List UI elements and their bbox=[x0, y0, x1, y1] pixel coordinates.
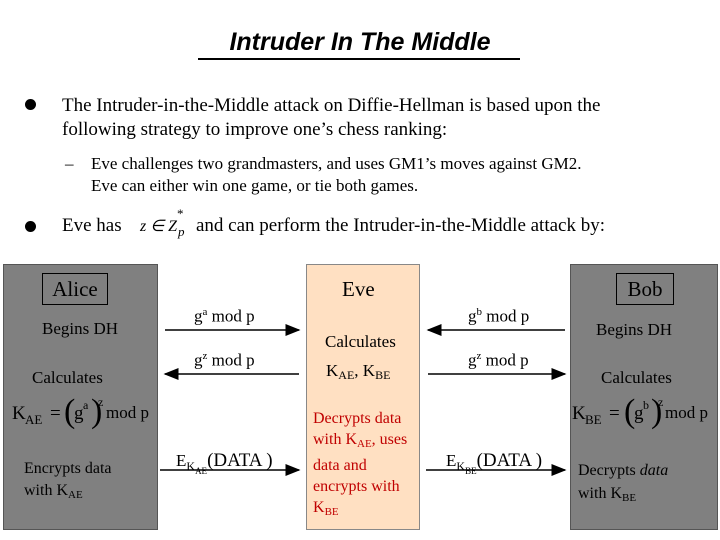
msg-e1-k: K bbox=[186, 459, 196, 473]
alice-name: Alice bbox=[42, 273, 108, 305]
eve-key-k1: K bbox=[326, 361, 339, 380]
alice-key-rparen: ) bbox=[91, 393, 103, 430]
bob-panel bbox=[570, 264, 718, 530]
alice-key-z: z bbox=[98, 395, 104, 409]
eve-keys: KAE, KBE bbox=[326, 361, 390, 383]
msg-gz2-exp: z bbox=[476, 350, 482, 362]
eve-decrypt-with: with K bbox=[313, 431, 357, 448]
alice-calculates: Calculates bbox=[32, 368, 103, 387]
msg-ga-mod: mod p bbox=[211, 306, 255, 326]
alice-key-mod: mod p bbox=[106, 403, 149, 422]
alice-key-a: a bbox=[83, 398, 89, 412]
bob-decrypts-line-1: Decrypts data bbox=[578, 461, 668, 480]
alice-encrypts-with: with K bbox=[24, 482, 68, 499]
alice-key-formula: K AE = ( g a ) z mod p bbox=[12, 393, 157, 433]
eve-decrypt-text: Decrypts data with KAE, uses data and en… bbox=[313, 408, 407, 523]
msg-gb-mod: mod p bbox=[486, 306, 530, 326]
bob-key-lparen: ( bbox=[624, 393, 636, 430]
alice-key-g: g bbox=[74, 403, 84, 424]
msg-ga-exp: a bbox=[202, 306, 208, 318]
bullet-2-prefix: Eve has bbox=[62, 215, 122, 236]
eve-name: Eve bbox=[342, 277, 375, 301]
msg-gb-g: g bbox=[468, 306, 477, 326]
bullet-2-suffix: and can perform the Intruder-in-the-Midd… bbox=[196, 215, 606, 236]
alice-encrypts-line-2: with KAE bbox=[24, 481, 83, 505]
bob-decrypts-word: Decrypts bbox=[578, 462, 636, 479]
bob-decrypts-data: data bbox=[639, 462, 669, 479]
bob-calculates: Calculates bbox=[601, 368, 672, 387]
eve-key-comma: , K bbox=[354, 361, 376, 380]
bob-name: Bob bbox=[616, 273, 674, 305]
bob-key-eq: = bbox=[609, 403, 620, 424]
msg-gz2-g: g bbox=[468, 350, 477, 370]
bob-key-z: z bbox=[658, 395, 664, 409]
msg-e2-sub: BE bbox=[465, 466, 477, 476]
title-underline bbox=[198, 58, 520, 60]
bob-key-rparen: ) bbox=[651, 393, 663, 430]
bob-decrypts-with: with K bbox=[578, 485, 622, 502]
alice-begins-dh: Begins DH bbox=[42, 319, 119, 338]
msg-e1-sub: AE bbox=[195, 466, 208, 476]
bullet-icon bbox=[25, 99, 36, 110]
msg-e2-k: K bbox=[456, 459, 466, 473]
alice-encrypts-line-1: Encrypts data bbox=[24, 460, 112, 477]
bob-key-sub: BE bbox=[585, 412, 602, 427]
msg-e2-data: (DATA ) bbox=[476, 450, 543, 471]
msg-encrypted-data-left: EKAE(DATA ) bbox=[176, 450, 273, 476]
bullet-1-line-1: The Intruder-in-the-Middle attack on Dif… bbox=[62, 95, 601, 116]
msg-gz-mod-p-left: gz mod p bbox=[194, 350, 255, 371]
eve-decrypt-line-1: Decrypts data bbox=[313, 410, 402, 427]
eve-calculates: Calculates bbox=[325, 332, 396, 351]
bob-key-b: b bbox=[643, 398, 649, 412]
math-p-subscript: p bbox=[178, 224, 185, 239]
alice-key-eq: = bbox=[50, 403, 61, 424]
eve-decrypt-line-3: data and bbox=[313, 457, 367, 474]
eve-decrypt-sub-ae: AE bbox=[357, 438, 372, 450]
msg-gb-mod-p: gb mod p bbox=[468, 306, 529, 327]
msg-gz-mod-p-right: gz mod p bbox=[468, 350, 529, 371]
alice-key-lparen: ( bbox=[64, 393, 76, 430]
eve-key-sub2: BE bbox=[375, 368, 391, 382]
msg-gz1-exp: z bbox=[202, 350, 208, 362]
alice-key-sub: AE bbox=[25, 412, 43, 427]
math-z-in-zp: z ∈ Z bbox=[140, 218, 178, 235]
msg-gb-exp: b bbox=[476, 306, 483, 318]
eve-decrypt-line-4: encrypts with bbox=[313, 478, 400, 495]
msg-gz1-mod: mod p bbox=[211, 350, 255, 370]
msg-ga-mod-p: ga mod p bbox=[194, 306, 255, 327]
alice-panel bbox=[3, 264, 158, 530]
msg-e2-e: E bbox=[446, 451, 457, 470]
bob-key-formula: K BE = ( g b ) z mod p bbox=[572, 393, 717, 433]
sub-bullet-line-1: Eve challenges two grandmasters, and use… bbox=[91, 154, 582, 173]
msg-e1-data: (DATA ) bbox=[207, 450, 273, 471]
alice-key-k: K bbox=[12, 403, 26, 424]
eve-decrypt-k: K bbox=[313, 499, 325, 516]
msg-gz2-mod: mod p bbox=[485, 350, 529, 370]
sub-bullet-dash: – bbox=[65, 154, 74, 173]
eve-decrypt-line-5: KBE bbox=[313, 497, 407, 523]
eve-decrypt-line-2: with KAE, uses bbox=[313, 429, 407, 455]
msg-gz1-g: g bbox=[194, 350, 203, 370]
bob-key-g: g bbox=[634, 403, 644, 424]
bob-decrypts-line-2: with KBE bbox=[578, 484, 636, 508]
msg-ga-g: g bbox=[194, 306, 203, 326]
msg-e1-e: E bbox=[176, 451, 187, 470]
bullet-1-line-2: following strategy to improve one’s ches… bbox=[62, 119, 448, 140]
slide-title: Intruder In The Middle bbox=[229, 28, 491, 56]
eve-decrypt-sub-be: BE bbox=[324, 506, 339, 518]
eve-panel bbox=[306, 264, 420, 530]
bob-key-mod: mod p bbox=[665, 403, 708, 422]
alice-encrypts-sub: AE bbox=[68, 489, 83, 501]
bob-key-k: K bbox=[572, 403, 586, 424]
eve-key-sub1: AE bbox=[338, 368, 355, 382]
bullet-icon bbox=[25, 221, 36, 232]
bob-decrypts-sub: BE bbox=[622, 492, 637, 504]
math-star: * bbox=[177, 206, 184, 221]
sub-bullet-line-2: Eve can either win one game, or tie both… bbox=[91, 176, 419, 195]
msg-encrypted-data-right: EKBE(DATA ) bbox=[446, 450, 542, 476]
bob-begins-dh: Begins DH bbox=[596, 320, 673, 339]
eve-decrypt-uses: , uses bbox=[371, 431, 408, 448]
